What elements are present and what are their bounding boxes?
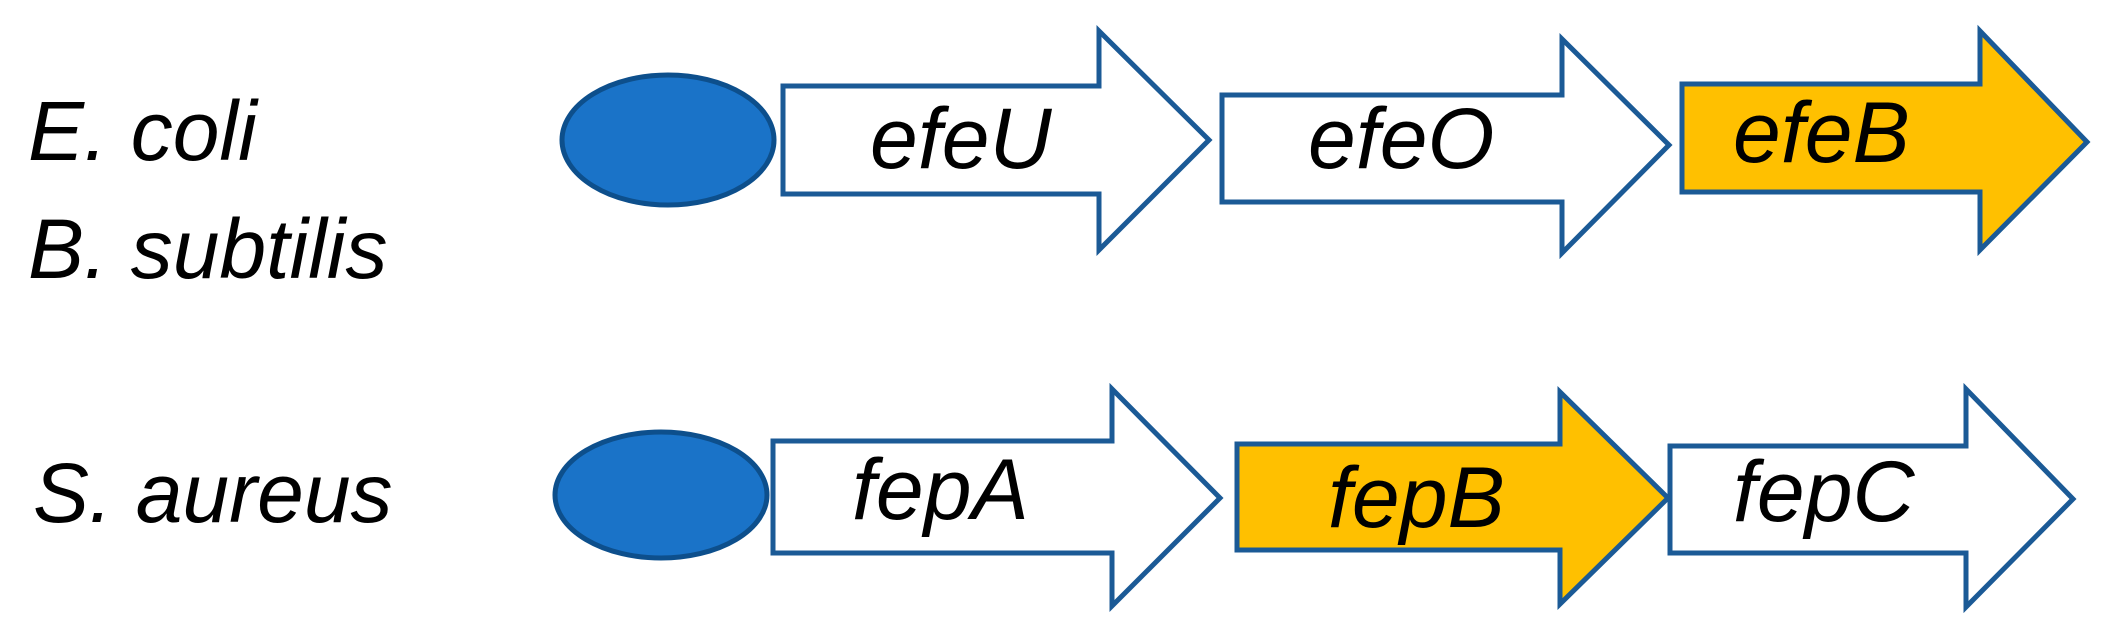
gene-arrow-fepB: fepB bbox=[1234, 386, 1672, 610]
gene-label-efeU: efeU bbox=[870, 91, 1053, 187]
gene-label-fepA: fepA bbox=[852, 442, 1029, 538]
gene-arrow-efeB: efeB bbox=[1679, 24, 2091, 257]
operon-row-1: E. coli B. subtilis efeU efeO efeB bbox=[28, 24, 2091, 296]
operon-row-2: S. aureus fepA fepB fepC bbox=[33, 382, 2077, 614]
gene-label-efeO: efeO bbox=[1308, 91, 1494, 187]
gene-arrow-fepA: fepA bbox=[770, 382, 1224, 613]
organism-label-saureus: S. aureus bbox=[33, 446, 393, 540]
gene-arrow-efeU: efeU bbox=[780, 25, 1213, 257]
promoter-icon bbox=[552, 429, 770, 561]
gene-arrow-efeO: efeO bbox=[1219, 33, 1673, 260]
organism-label-ecoli: E. coli bbox=[28, 84, 259, 178]
organism-label-bsubtilis: B. subtilis bbox=[28, 202, 387, 296]
gene-label-efeB: efeB bbox=[1733, 85, 1910, 181]
gene-arrow-fepC: fepC bbox=[1667, 382, 2077, 614]
gene-label-fepC: fepC bbox=[1733, 444, 1916, 540]
gene-label-fepB: fepB bbox=[1328, 450, 1505, 546]
promoter-icon bbox=[559, 72, 777, 208]
